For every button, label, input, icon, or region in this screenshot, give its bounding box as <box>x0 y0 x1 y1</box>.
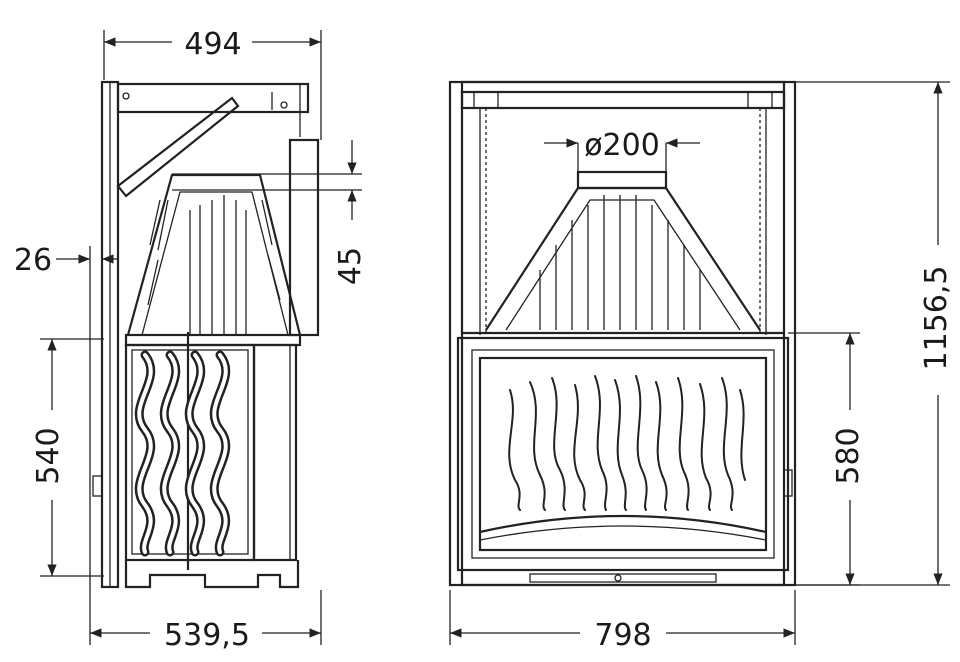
front-view: ø200 1156,5 580 798 <box>448 80 954 653</box>
dim-side-top-depth: 494 <box>184 27 241 62</box>
front-hood-baffles <box>539 195 701 330</box>
front-flames <box>508 375 746 511</box>
dim-side-door-height: 540 <box>31 427 66 484</box>
dim-front-flue-diameter: ø200 <box>584 128 660 163</box>
hood-baffles <box>189 195 247 335</box>
dim-side-bottom-depth: 539,5 <box>164 618 250 653</box>
side-door-waves <box>134 350 231 557</box>
side-view: 494 539,5 26 45 540 <box>14 27 368 653</box>
dim-front-width: 798 <box>594 618 651 653</box>
dim-front-total-height: 1156,5 <box>919 266 954 371</box>
dim-side-offset: 26 <box>14 243 52 278</box>
dim-front-door-height: 580 <box>831 427 866 484</box>
dim-side-collar: 45 <box>333 247 368 285</box>
